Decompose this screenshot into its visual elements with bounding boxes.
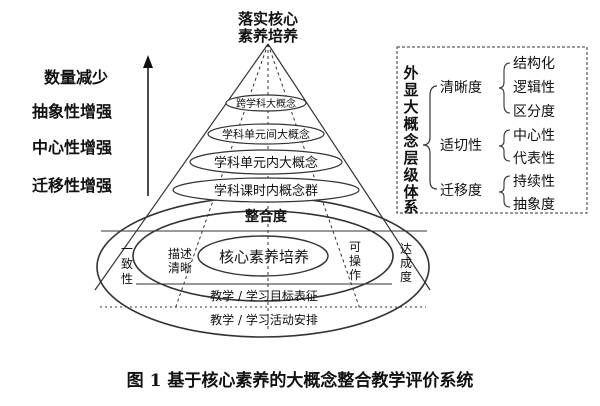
pyramid-level-2-ring [207,123,325,145]
item-logical: 逻辑性 [513,80,555,96]
concept-hierarchy-box: 外 显 大 概 念 层 级 体 系 清晰度 适切性 迁移度 结构化 逻辑性 区分… [396,46,588,216]
pyramid-level-1: 跨学科大概念 [236,97,296,110]
pyramid-level-4: 学科课时内概念群 [214,183,318,199]
figure-caption: 图 1 基于核心素养的大概念整合教学评价系统 [126,371,474,391]
main-brace [422,85,438,190]
left-label-transferability: 迁移性增强 [32,176,112,195]
middle-ellipse [132,210,394,302]
pyramid-level-2: 学科单元间大概念 [222,127,310,141]
achievement-label: 达 成 度 [400,242,412,284]
pyramid-level-1-ring [225,94,307,112]
left-label-abstraction: 抽象性增强 [32,102,112,121]
svg-text:操: 操 [349,253,361,268]
core-ellipse [197,235,329,277]
left-label-quantity: 数量减少 [44,68,108,87]
pyramid-level-3: 学科单元内大概念 [214,155,318,171]
svg-text:大: 大 [403,98,418,116]
item-structured: 结构化 [513,56,555,72]
svg-text:作: 作 [349,268,361,282]
svg-text:层: 层 [403,149,418,167]
apex-title-line-1: 落实核心 [238,10,298,28]
clear-description-label: 描述 清晰 [168,247,192,275]
integration-degree-label: 整合度 [244,208,288,225]
pyramid [94,43,431,331]
upward-arrow [143,55,153,196]
activity-arrangement-label: 教学 / 学习活动安排 [210,312,318,327]
apex-title-line-2: 素养培养 [238,27,299,45]
hierarchy-title: 外 显 大 概 念 层 级 体 系 [402,64,419,216]
svg-text:系: 系 [403,198,418,216]
transfer-brace [498,175,511,208]
svg-text:达: 达 [400,242,412,256]
svg-text:成: 成 [400,256,412,270]
svg-text:体: 体 [403,183,419,201]
pyramid-level-3-ring [189,149,343,175]
item-distinction: 区分度 [513,104,555,120]
svg-text:可: 可 [349,240,361,254]
svg-text:显: 显 [403,81,418,99]
item-sustainability: 持续性 [513,173,555,190]
group-suitability: 适切性 [440,138,482,154]
svg-text:外: 外 [402,64,418,82]
svg-text:念: 念 [402,132,418,150]
pyramid-level-4-ring [172,177,360,203]
target-representation-label: 教学 / 学习目标表征 [210,288,318,303]
svg-text:清晰: 清晰 [168,261,192,275]
svg-text:概: 概 [403,115,418,133]
svg-text:一: 一 [121,242,133,256]
svg-text:性: 性 [121,272,133,286]
suitability-brace [498,129,511,162]
group-clarity: 清晰度 [440,80,482,96]
clarity-brace [498,62,511,114]
consistency-label: 一 致 性 [121,242,133,286]
svg-text:描述: 描述 [168,247,192,261]
svg-text:致: 致 [121,257,133,271]
item-representative: 代表性 [513,151,555,167]
operable-label: 可 操 作 [349,240,361,282]
svg-text:度: 度 [400,269,412,284]
svg-text:级: 级 [403,166,419,184]
item-centrality: 中心性 [513,128,555,144]
left-label-centrality: 中心性增强 [32,138,112,157]
group-transfer: 迁移度 [440,183,482,199]
item-abstraction: 抽象度 [513,197,555,213]
core-literacy-label: 核心素养培养 [219,248,309,266]
